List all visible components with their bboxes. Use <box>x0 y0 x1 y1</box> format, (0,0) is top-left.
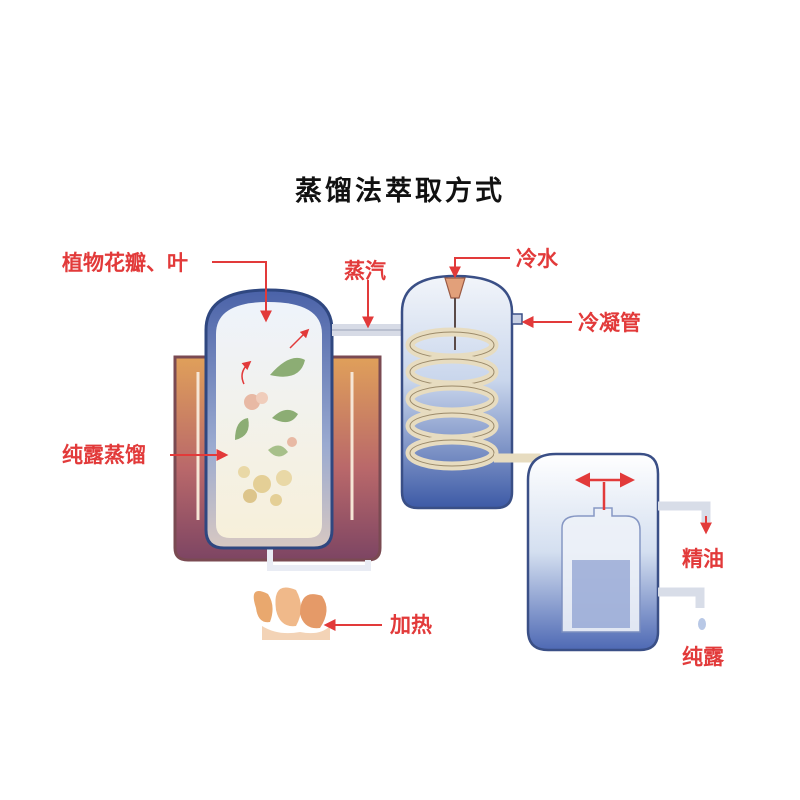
petal-icon <box>270 494 282 506</box>
plant-material <box>235 328 310 506</box>
callout-lines <box>170 257 572 631</box>
separator-vessel <box>526 452 712 652</box>
condenser <box>400 274 541 510</box>
steam-rise-arrow <box>289 328 310 349</box>
callout-cold-water <box>449 257 510 279</box>
condenser-outlet-nub <box>511 313 523 325</box>
droplet-icon <box>698 618 706 630</box>
flame-icon <box>253 587 330 640</box>
steam-rise-arrow <box>241 360 252 385</box>
petal-icon <box>243 489 257 503</box>
label-petals-leaves: 植物花瓣、叶 <box>62 250 188 275</box>
callout-petals <box>212 261 272 323</box>
hydrosol-outlet-pipe <box>658 587 705 608</box>
leaf-icon <box>272 409 298 423</box>
leaf-icon <box>270 357 305 377</box>
petal-icon <box>276 470 292 486</box>
label-essential-oil: 精油 <box>682 546 724 571</box>
petal-icon <box>256 392 268 404</box>
return-pipe <box>267 548 371 571</box>
petal-icon <box>287 437 297 447</box>
leaf-icon <box>268 445 288 457</box>
condenser-coil <box>405 327 499 471</box>
label-condenser: 冷凝管 <box>578 310 641 335</box>
label-pure-distill: 纯露蒸馏 <box>62 442 146 467</box>
label-cold-water: 冷水 <box>516 246 559 271</box>
petal-icon <box>253 475 271 493</box>
diagram-title: 蒸馏法萃取方式 <box>295 175 505 207</box>
label-steam: 蒸汽 <box>344 258 386 283</box>
oil-outlet-pipe <box>658 501 711 522</box>
petal-icon <box>238 466 250 478</box>
distillation-vessel <box>204 288 334 550</box>
leaf-icon <box>235 418 249 440</box>
label-hydrosol: 纯露 <box>682 644 725 669</box>
label-heating: 加热 <box>389 612 432 637</box>
